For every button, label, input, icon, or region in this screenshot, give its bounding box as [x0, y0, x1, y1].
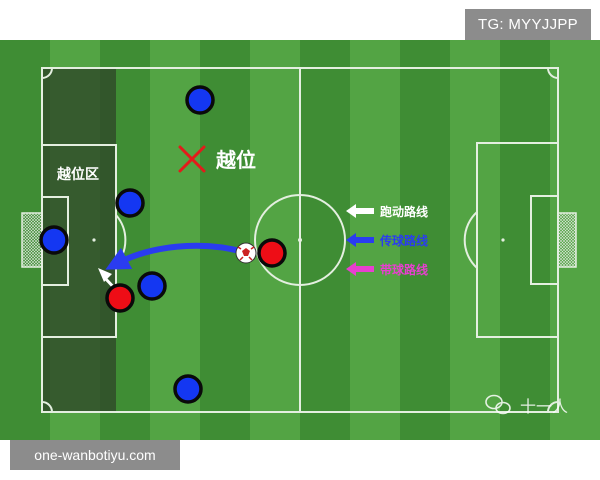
center-circle	[254, 194, 346, 286]
corner-arc-bottom-left	[41, 401, 53, 413]
center-spot	[298, 238, 302, 242]
grass-stripe	[500, 40, 551, 440]
offside-cross-icon	[178, 145, 206, 173]
logo-watermark-text: 十一人	[520, 397, 568, 416]
legend-item-run: 跑动路线	[346, 204, 428, 219]
legend-label-dribble: 带球路线	[380, 262, 428, 277]
football-pitch-diagram: 越位区 越位 跑动路线 传球路线	[0, 40, 600, 440]
right-goal-net	[557, 212, 577, 268]
left-goal-net	[21, 212, 43, 268]
defender-player	[173, 374, 203, 404]
defender-players	[39, 85, 215, 404]
legend: 跑动路线 传球路线 带球路线	[346, 204, 428, 277]
attacker-player	[257, 238, 287, 268]
legend-item-pass: 传球路线	[346, 233, 428, 248]
defender-player	[185, 85, 215, 115]
defender-player	[137, 271, 167, 301]
right-penalty-arc	[463, 211, 478, 269]
right-penalty-spot	[501, 238, 505, 242]
pass-route-arrow	[105, 242, 247, 270]
wechat-logo-icon	[485, 394, 511, 415]
corner-arc-top-right	[547, 67, 559, 79]
tg-watermark: TG: MYYJJPP	[465, 9, 591, 40]
attacker-player	[105, 283, 135, 313]
attacker-players	[105, 238, 287, 313]
offside-mark-label: 越位	[215, 148, 256, 172]
corner-arc-bottom-right	[547, 401, 559, 413]
offside-zone-label: 越位区	[56, 166, 99, 183]
corner-arc-top-left	[41, 67, 53, 79]
defender-player	[115, 188, 145, 218]
defender-player	[39, 225, 69, 255]
grass-stripe	[450, 40, 501, 440]
left-penalty-spot	[92, 238, 96, 242]
legend-item-dribble: 带球路线	[346, 262, 428, 277]
ball-icon	[235, 242, 257, 264]
site-watermark: one-wanbotiyu.com	[10, 440, 180, 470]
legend-label-pass: 传球路线	[379, 233, 428, 248]
legend-label-run: 跑动路线	[380, 204, 428, 219]
grass-stripe	[400, 40, 451, 440]
grass-stripe	[300, 40, 351, 440]
